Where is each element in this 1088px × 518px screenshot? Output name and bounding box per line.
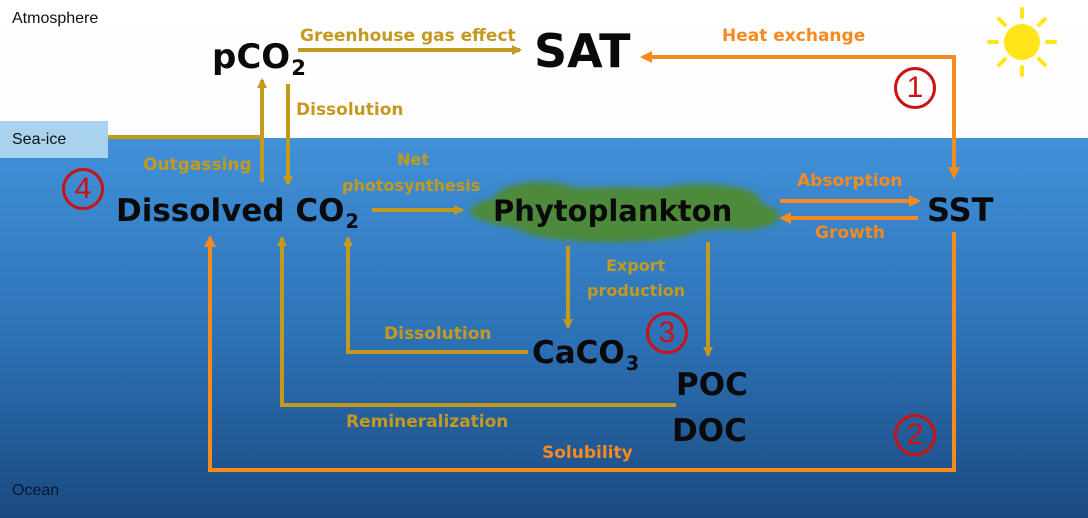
doc-node: DOC [672, 413, 747, 449]
pco2-node: pCO2 [212, 37, 306, 81]
dissolution-bottom-label: Dissolution [384, 324, 492, 344]
sea-ice-label: Sea-ice [12, 131, 67, 148]
export-label-2: production [587, 281, 686, 300]
badge-3: 3 [646, 312, 688, 354]
poc-node: POC [676, 367, 748, 403]
sea-ice-block [0, 121, 108, 158]
growth-label: Growth [815, 223, 885, 243]
arrow-solubility [204, 232, 956, 472]
arrow-remineralization [277, 236, 676, 407]
net-photosynthesis-label-1: Net [397, 150, 429, 169]
atmosphere-label: Atmosphere [12, 10, 99, 27]
caco3-node: CaCO3 [532, 335, 640, 375]
remineralization-label: Remineralization [346, 412, 509, 432]
absorption-label: Absorption [797, 171, 903, 191]
greenhouse-label: Greenhouse gas effect [300, 26, 516, 46]
badge-2: 2 [894, 414, 936, 456]
export-label-1: Export [606, 256, 666, 275]
phytoplankton-node: Phytoplankton [493, 194, 733, 228]
sat-node: SAT [534, 24, 631, 78]
solubility-label: Solubility [542, 443, 633, 463]
sst-node: SST [927, 191, 994, 229]
dissolution-top-label: Dissolution [296, 100, 404, 120]
outgassing-label: Outgassing [143, 155, 252, 175]
dissolved-co2-node: Dissolved CO2 [116, 193, 359, 233]
arrow-dissolution-bottom [343, 236, 528, 354]
net-photosynthesis-label-2: photosynthesis [342, 176, 481, 195]
ocean-label: Ocean [12, 482, 60, 499]
heat-exchange-label: Heat exchange [722, 26, 866, 46]
sun-icon [987, 7, 1057, 77]
phytoplankton-blob [470, 182, 780, 242]
badge-4: 4 [62, 168, 104, 210]
badge-1: 1 [894, 67, 936, 109]
